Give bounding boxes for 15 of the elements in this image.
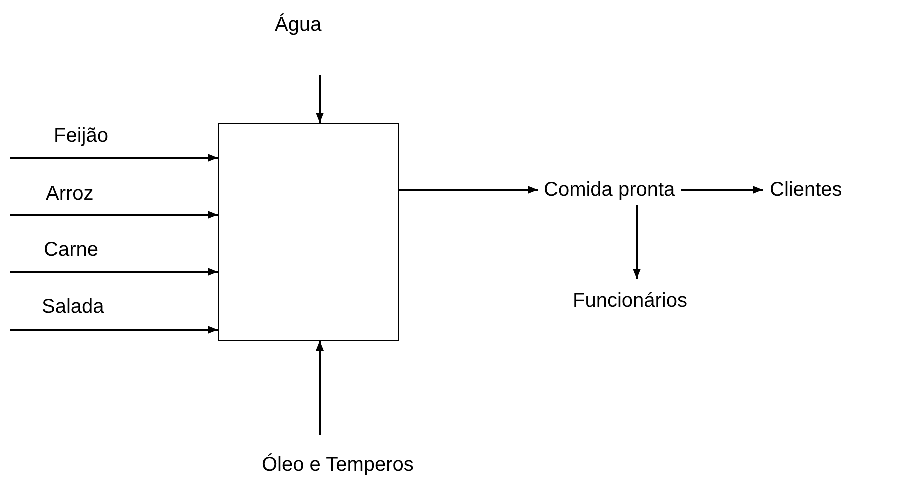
- arrow: [316, 341, 324, 435]
- node-label: Comida pronta: [544, 178, 676, 202]
- node-label: Água: [275, 13, 322, 37]
- arrow: [10, 326, 218, 334]
- node-label: Óleo e Temperos: [262, 453, 414, 477]
- node-label: Funcionários: [573, 289, 688, 313]
- arrow: [633, 205, 641, 279]
- arrow: [316, 75, 324, 123]
- arrow: [10, 268, 218, 276]
- process-box: [218, 123, 399, 341]
- arrow: [399, 186, 538, 194]
- node-label: Clientes: [770, 178, 842, 202]
- arrow: [10, 154, 218, 162]
- arrow: [10, 211, 218, 219]
- arrow: [681, 186, 763, 194]
